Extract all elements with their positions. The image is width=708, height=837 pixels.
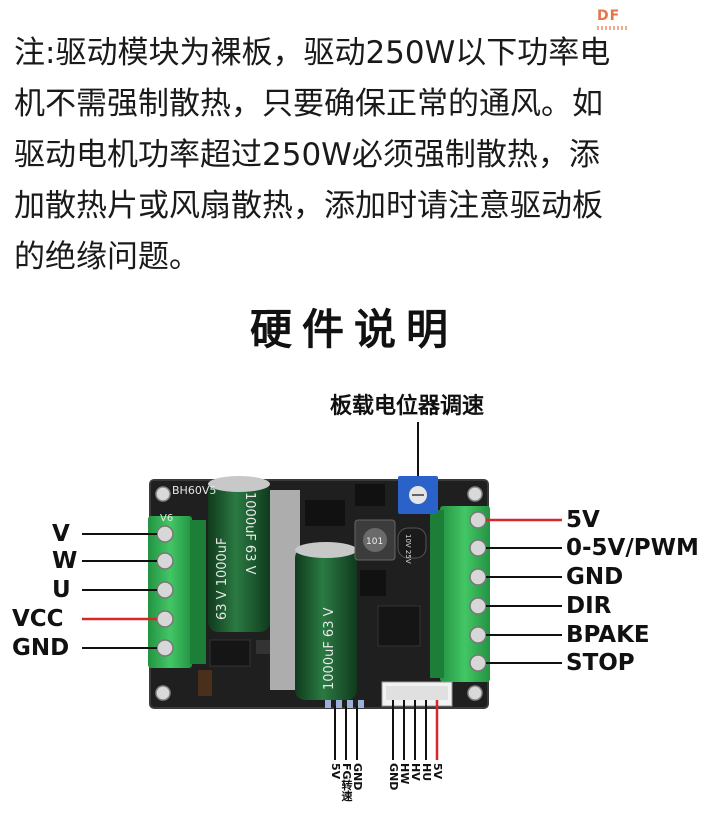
capacitor-label: 1000uF 63 V [242,492,257,575]
terminal-label-v: V [52,521,70,547]
capacitor [208,482,270,632]
capacitor [295,548,357,700]
terminal-label-gnd: GND [12,635,70,661]
note-line: 加散热片或风扇散热，添加时请注意驱动板 [14,188,603,224]
hall-label-hu: HU [420,763,433,782]
terminal-label-stop: STOP [566,650,635,676]
terminal-label-gnd-right: GND [566,564,624,590]
section-title: 硬件说明 [249,305,458,354]
hall-label-gnd: GND [387,763,400,791]
note-line: 的绝缘问题。 [14,239,200,275]
terminal-label-vcc: VCC [12,606,64,632]
mounting-holes [155,486,483,701]
note-line: 注:驱动模块为裸板，驱动250W以下功率电 [14,35,611,71]
hall-label-5v: 5V [431,763,444,780]
terminal-label-dir: DIR [566,593,612,619]
capacitor-label: 1000uF 63 V [322,607,337,690]
terminal-label-w: W [52,548,78,574]
pin-label-5v: 5V [329,763,342,780]
brand-logo-underline [597,26,627,30]
potentiometer-label: 板载电位器调速 [330,394,485,419]
terminal-label-brake: BPAKE [566,622,650,648]
note-line: 机不需强制散热，只要确保正常的通风。如 [14,86,603,122]
installation-note: 注:驱动模块为裸板，驱动250W以下功率电 机不需强制散热，只要确保正常的通风。… [14,28,684,283]
board-model-label: BH60V5 [172,484,216,497]
hall-label-hw: HW [398,763,411,785]
terminal-label-u: U [52,577,71,603]
pin-label-fg-speed: FG转速 [340,763,353,802]
terminal-label-pwm: 0-5V/PWM [566,535,699,561]
pin-label-gnd: GND [351,763,364,791]
brand-logo: DF [597,8,621,24]
capacitor-label: 63 V 1000uF [215,537,230,620]
note-line: 驱动电机功率超过250W必须强制散热，添 [14,137,600,173]
board-v-mark: V6 [160,513,173,524]
hall-label-hv: HV [409,763,422,781]
inductor-label: 101 [366,537,383,547]
terminal-label-5v: 5V [566,507,600,533]
small-cap-label: 10V 25V [404,534,412,564]
